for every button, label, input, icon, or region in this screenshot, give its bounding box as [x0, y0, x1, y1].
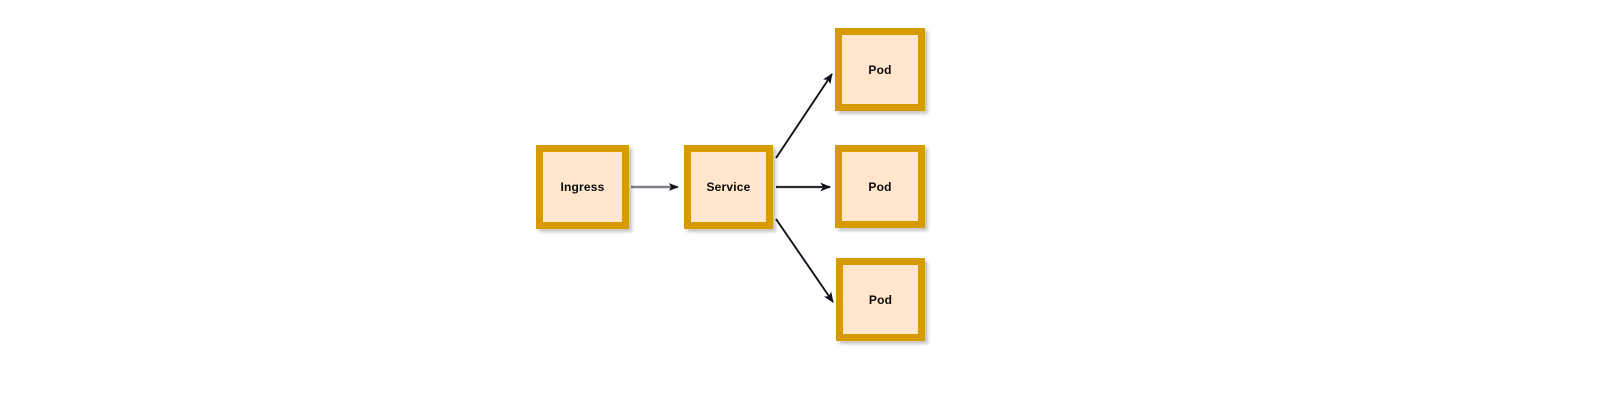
node-pod-2-label: Pod	[868, 179, 892, 194]
node-ingress-label: Ingress	[560, 180, 605, 194]
edge-service-to-pod-1	[775, 73, 833, 159]
node-pod-3-label: Pod	[868, 292, 893, 307]
node-pod-3[interactable]: Pod	[836, 258, 925, 341]
node-service-label: Service	[706, 180, 751, 194]
node-pod-1[interactable]: Pod	[835, 28, 925, 111]
node-ingress[interactable]: Ingress	[536, 145, 629, 229]
node-pod-1-label: Pod	[868, 62, 892, 77]
node-pod-2[interactable]: Pod	[835, 145, 925, 228]
node-service[interactable]: Service	[684, 145, 773, 229]
edge-service-to-pod-3	[775, 218, 834, 303]
